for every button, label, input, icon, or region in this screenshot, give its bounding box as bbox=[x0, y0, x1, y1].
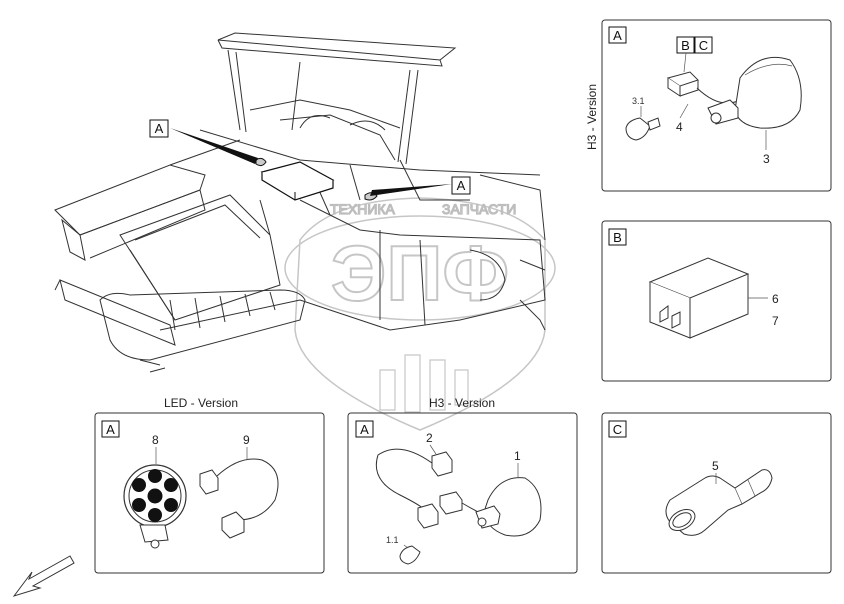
label-4: 4 bbox=[676, 120, 683, 134]
part-c-tag-label: C bbox=[699, 38, 708, 53]
part-b-tag[interactable]: B bbox=[676, 36, 695, 54]
label-6: 6 bbox=[772, 292, 779, 306]
label-3: 3 bbox=[763, 152, 770, 166]
panel-b: B 6 7 bbox=[601, 220, 832, 382]
panel-top-version: H3 - Version bbox=[585, 84, 599, 150]
label-3-1: 3.1 bbox=[632, 96, 645, 106]
label-7: 7 bbox=[772, 314, 779, 328]
label-9: 9 bbox=[243, 433, 250, 447]
part-b-tag-label: B bbox=[681, 38, 690, 53]
panel-led-title: LED - Version bbox=[164, 396, 238, 410]
label-5: 5 bbox=[712, 459, 719, 473]
callout-a-1[interactable]: A bbox=[149, 119, 169, 138]
leader-a1 bbox=[170, 128, 258, 164]
panel-top-tag: A bbox=[613, 28, 622, 43]
panel-a-h3-bottom: H3 - Version A 2 1 1.1 bbox=[347, 396, 578, 574]
leader-a2 bbox=[370, 184, 452, 196]
paver-machine-illustration bbox=[54, 32, 546, 373]
label-1-1: 1.1 bbox=[386, 535, 399, 545]
control-box bbox=[255, 157, 378, 201]
panel-c-tag: C bbox=[613, 422, 622, 437]
panel-c: C 5 bbox=[601, 412, 832, 574]
panel-led-tag: A bbox=[106, 422, 115, 437]
watermark-text-1: ТЕХНИКА bbox=[330, 201, 396, 217]
label-8: 8 bbox=[152, 433, 159, 447]
part-c-tag[interactable]: C bbox=[694, 36, 713, 54]
callout-a-2[interactable]: A bbox=[451, 176, 471, 195]
panel-a-h3-top: A H3 - Version B C 3.1 4 3 bbox=[585, 19, 832, 192]
panel-a-led: LED - Version A 8 9 bbox=[94, 396, 325, 574]
callout-a-2-label: A bbox=[457, 178, 466, 193]
panel-h3-tag: A bbox=[360, 422, 369, 437]
label-1: 1 bbox=[514, 449, 521, 463]
panel-h3-title: H3 - Version bbox=[429, 396, 495, 410]
watermark-text-2: ЗАПЧАСТИ bbox=[442, 201, 516, 217]
direction-arrow-icon bbox=[12, 555, 75, 597]
panel-b-tag: B bbox=[613, 230, 622, 245]
label-2: 2 bbox=[426, 431, 433, 445]
callout-a-1-label: A bbox=[155, 121, 164, 136]
watermark: ТЕХНИКА ЗАПЧАСТИ ЭПФ bbox=[284, 197, 556, 431]
